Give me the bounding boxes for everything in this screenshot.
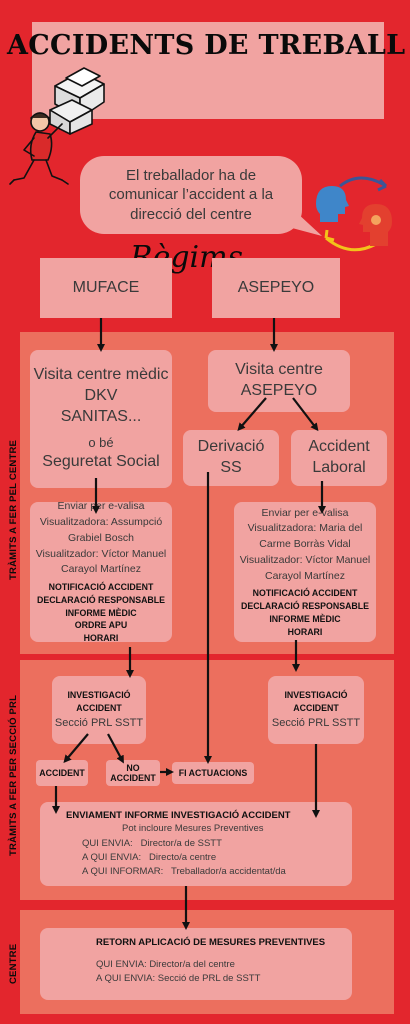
investigacio-left-l2: ACCIDENT	[76, 702, 122, 713]
investigacio-right-l2: ACCIDENT	[293, 702, 339, 713]
retorn-l1: QUI ENVIA: Director/a del centre	[96, 958, 235, 970]
left-send-bold3: INFORME MÈDIC	[65, 607, 137, 618]
investigacio-left-l3: Secció PRL SSTT	[54, 716, 144, 729]
accident-laboral-box: Accident Laboral	[291, 430, 387, 486]
accident-laboral-line1: Accident	[308, 438, 370, 456]
left-send-line5: Carayol Martínez	[61, 563, 141, 576]
right-visit-box: Visita centre ASEPEYO	[208, 350, 350, 412]
arrow-visit-derivacio	[237, 397, 267, 432]
retorn-box: RETORN APLICACIÓ DE MESURES PREVENTIVES …	[40, 928, 352, 1000]
right-visit-line2: ASEPEYO	[240, 382, 318, 399]
arrow-inv-accident	[63, 733, 89, 764]
enviament-sub: Pot incloure Mesures Preventives	[122, 823, 264, 835]
right-send-line5: Carayol Martínez	[265, 569, 345, 582]
investigacio-left-box: INVESTIGACIÓ ACCIDENT Secció PRL SSTT	[52, 676, 146, 744]
right-send-box: Enviar per e-valisa Visualitzadora: Mari…	[234, 502, 376, 642]
no-accident-box: NO ACCIDENT	[106, 760, 160, 786]
derivacio-line2: SS	[220, 459, 242, 476]
left-visit-line2: DKV	[84, 386, 118, 404]
asepeyo-box: ASEPEYO	[212, 258, 340, 318]
left-visit-or: o bé	[88, 435, 114, 451]
arrow-inv-noaccident	[107, 733, 124, 764]
investigacio-right-l1: INVESTIGACIÓ	[284, 690, 348, 700]
muface-box: MUFACE	[40, 258, 172, 318]
accident-laboral-line2: Laboral	[312, 459, 366, 476]
right-send-bold4: HORARI	[287, 626, 323, 637]
left-visit-line1: Visita centre mèdic	[33, 365, 169, 383]
left-send-box: Enviar per e-valisa Visualitzadora: Assu…	[30, 500, 172, 643]
accident-box: ACCIDENT	[36, 760, 88, 786]
fi-actuacions-label: FI ACTUACIONS	[178, 767, 248, 778]
no-accident-l1: NO	[126, 762, 140, 773]
right-visit-line1: Visita centre	[235, 361, 323, 379]
right-send-bold3: INFORME MÈDIC	[269, 613, 341, 624]
left-send-bold1: NOTIFICACIÓ ACCIDENT	[48, 582, 154, 592]
page-title: ACCIDENTS DE TREBALL	[7, 30, 406, 61]
left-visit-box: Visita centre mèdic DKV SANITAS... o bé …	[30, 350, 172, 488]
left-send-line1: Enviar per e-valisa	[57, 500, 145, 513]
enviament-title: ENVIAMENT INFORME INVESTIGACIÓ ACCIDENT	[66, 809, 291, 821]
investigacio-left-l1: INVESTIGACIÓ	[67, 690, 131, 700]
left-send-line2: Visualitzadora: Assumpció	[39, 516, 163, 528]
derivacio-box: Derivació SS	[183, 430, 279, 486]
right-send-line1: Enviar per e-valisa	[261, 506, 349, 519]
intro-text: El treballador ha de comunicar l’acciden…	[108, 166, 274, 223]
right-send-line4: Visualitzador: Víctor Manuel	[239, 553, 371, 566]
retorn-title: RETORN APLICACIÓ DE MESURES PREVENTIVES	[96, 937, 326, 948]
left-visit-social: Seguretat Social	[42, 453, 160, 471]
derivacio-line1: Derivació	[197, 438, 265, 456]
accident-label: ACCIDENT	[39, 767, 85, 778]
right-send-line2: Visualitzadora: Maria del	[247, 522, 363, 535]
fi-actuacions-box: FI ACTUACIONS	[172, 762, 254, 784]
muface-label: MUFACE	[72, 278, 140, 296]
right-send-bold1: NOTIFICACIÓ ACCIDENT	[252, 588, 358, 599]
left-send-bold5: HORARI	[83, 633, 119, 643]
no-accident-l2: ACCIDENT	[110, 773, 156, 783]
left-send-bold4: ORDRE APU	[74, 620, 128, 631]
investigacio-right-box: INVESTIGACIÓ ACCIDENT Secció PRL SSTT	[268, 676, 364, 744]
arrow-visit-laboral	[292, 397, 319, 432]
enviament-l1: QUI ENVIA: Director/a de SSTT	[82, 837, 222, 849]
asepeyo-label: ASEPEYO	[237, 278, 315, 296]
retorn-l2: A QUI ENVIA: Secció de PRL de SSTT	[96, 973, 261, 985]
enviament-l3: A QUI INFORMAR: Treballador/a accidentat…	[82, 866, 286, 878]
left-send-line4: Visualitzador: Víctor Manuel	[35, 547, 167, 560]
blue-head-icon	[316, 186, 349, 222]
left-visit-line3: SANITAS...	[60, 407, 142, 425]
left-send-line3: Grabiel Bosch	[68, 531, 134, 544]
right-send-line3: Carme Borràs Vidal	[259, 538, 351, 551]
enviament-box: ENVIAMENT INFORME INVESTIGACIÓ ACCIDENT …	[40, 802, 352, 886]
investigacio-right-l3: Secció PRL SSTT	[271, 716, 361, 729]
enviament-l2: A QUI ENVIA: Directo/a centre	[82, 851, 217, 863]
left-send-bold2: DECLARACIÓ RESPONSABLE	[36, 594, 166, 605]
right-send-bold2: DECLARACIÓ RESPONSABLE	[240, 601, 370, 612]
intro-bubble: El treballador ha de comunicar l’acciden…	[80, 156, 302, 234]
red-head-icon	[359, 204, 392, 246]
